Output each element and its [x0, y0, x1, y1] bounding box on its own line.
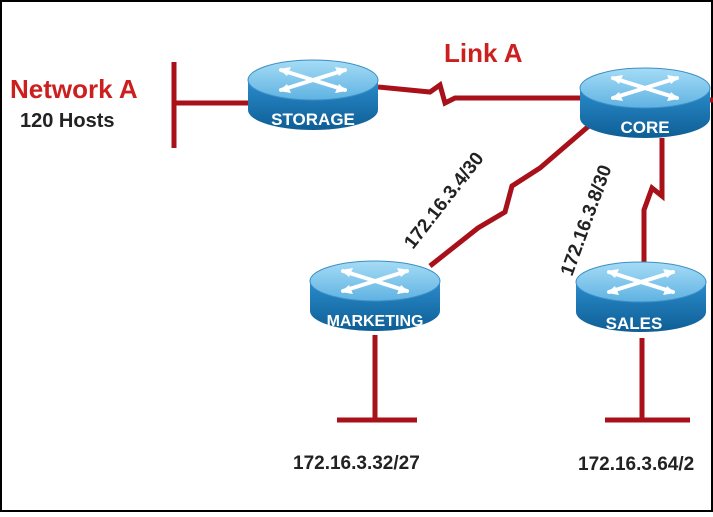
link-a-label: Link A	[444, 38, 523, 68]
link-a-serial	[377, 80, 584, 107]
net-sales-lan-label: 172.16.3.64/2	[578, 454, 694, 475]
sales-lan-segment	[605, 338, 690, 423]
router-storage-label: STORAGE	[271, 110, 355, 129]
router-sales-label: SALES	[606, 314, 663, 333]
router-storage: STORAGE	[246, 58, 380, 132]
net-marketing-lan-label: 172.16.3.32/27	[293, 453, 420, 474]
link-core-sales	[641, 138, 665, 262]
router-core: CORE	[578, 66, 712, 140]
net-core-marketing-label: 172.16.3.4/30	[400, 149, 488, 254]
network-a-hosts-label: 120 Hosts	[20, 110, 115, 132]
router-marketing: MARKETING	[308, 259, 442, 333]
network-a-label: Network A	[10, 74, 138, 104]
net-core-sales-label: 172.16.3.8/30	[557, 162, 616, 278]
router-sales: SALES	[574, 260, 708, 334]
router-marketing-label: MARKETING	[327, 313, 424, 330]
network-a-segment	[171, 62, 250, 148]
marketing-lan-segment	[337, 335, 417, 423]
router-core-label: CORE	[620, 118, 669, 137]
link-core-marketing	[428, 123, 592, 268]
